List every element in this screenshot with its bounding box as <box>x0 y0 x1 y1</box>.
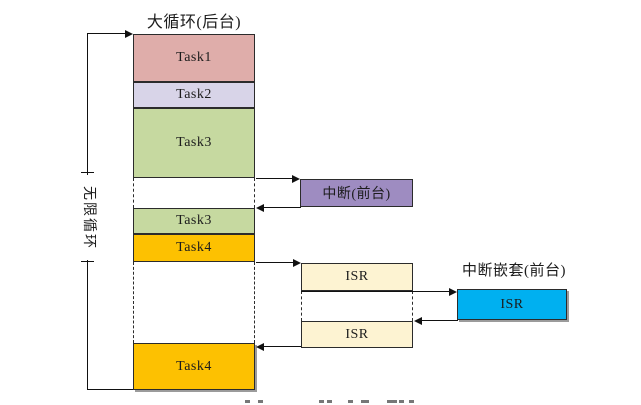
arrowhead-left-icon <box>256 204 264 212</box>
arrowhead-right-icon <box>125 30 133 38</box>
arrowhead-right-icon <box>449 288 457 296</box>
isr-label: ISR <box>345 269 369 284</box>
caption-fragment <box>361 400 369 403</box>
caption-fragment <box>399 400 404 403</box>
task-box-task2: Task2 <box>133 82 255 108</box>
task-label: Task1 <box>176 50 212 65</box>
isr-box-2: ISR <box>301 321 413 348</box>
task-label: Task4 <box>176 240 212 255</box>
loop-label-bottom-tick <box>81 261 94 262</box>
task-box-task3-resumed: Task3 <box>133 208 255 234</box>
interrupt-box: 中断(前台) <box>300 179 413 207</box>
task-label: Task3 <box>176 135 212 150</box>
infinite-loop-label: 无限循环 <box>78 175 98 260</box>
suspended-gap-interrupt <box>133 178 255 208</box>
arrow-interrupt-return <box>263 207 301 208</box>
background-loop-title: 大循环(后台) <box>146 14 242 31</box>
interrupt-label: 中断(前台) <box>322 187 391 202</box>
arrowhead-left-icon <box>414 317 422 325</box>
caption-fragment <box>387 400 397 403</box>
arrow-isr-to-nested-isr <box>301 291 449 292</box>
nested-interrupt-title: 中断嵌套(前台) <box>462 263 566 279</box>
loop-bracket-bottom-line <box>88 389 133 390</box>
caption-fragment <box>245 400 250 403</box>
task-box-task4-resumed: Task4 <box>133 343 255 390</box>
isr-suspended-gap <box>301 291 413 321</box>
isr-label: ISR <box>500 296 524 312</box>
task-label: Task4 <box>176 358 212 374</box>
arrow-isr-return <box>263 346 301 347</box>
caption-fragment <box>409 400 414 403</box>
isr-box-1: ISR <box>301 263 413 291</box>
caption-fragment <box>327 400 332 403</box>
nested-isr-box: ISR <box>457 289 567 320</box>
arrowhead-right-icon <box>292 175 300 183</box>
arrow-nested-isr-return <box>422 320 458 321</box>
caption-fragment <box>319 400 324 403</box>
task-box-task1: Task1 <box>133 34 255 82</box>
arrow-task4-to-isr <box>256 262 294 263</box>
caption-fragment <box>258 400 263 403</box>
arrow-task3-to-interrupt <box>256 178 293 179</box>
loop-label-top-tick <box>81 172 94 173</box>
arrowhead-right-icon <box>293 259 301 267</box>
suspended-gap-isr <box>133 262 255 343</box>
arrowhead-left-icon <box>256 343 264 351</box>
task-box-task3: Task3 <box>133 108 255 178</box>
task-label: Task3 <box>176 213 212 228</box>
task-box-task4: Task4 <box>133 234 255 262</box>
arrow-loop-to-top <box>88 33 126 34</box>
caption-fragment <box>348 400 353 403</box>
isr-label: ISR <box>345 326 369 342</box>
task-label: Task2 <box>176 87 212 102</box>
